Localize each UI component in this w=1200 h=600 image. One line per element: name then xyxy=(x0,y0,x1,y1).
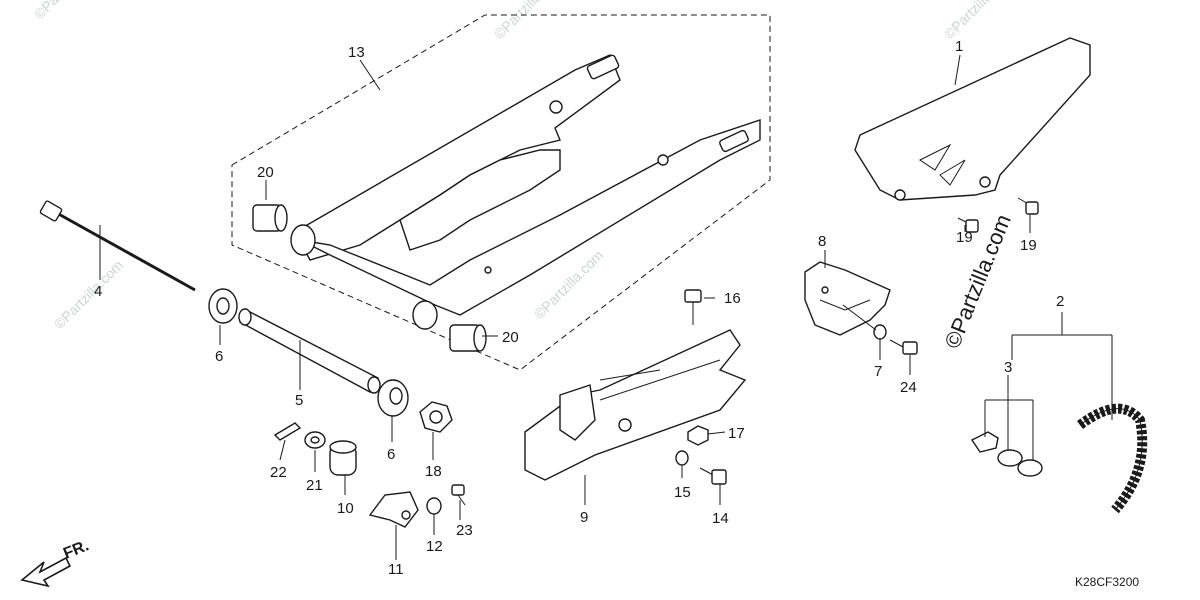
callout-15: 15 xyxy=(674,484,691,501)
watermark-text: ©Partzilla.com xyxy=(941,0,1016,42)
callout-9: 9 xyxy=(580,509,588,526)
callout-22: 22 xyxy=(270,464,287,481)
callout-8: 8 xyxy=(818,233,826,250)
callout-16: 16 xyxy=(724,290,741,307)
callout-21: 21 xyxy=(306,477,323,494)
leader-lines xyxy=(99,54,1113,560)
slider-collar xyxy=(675,450,689,466)
front-direction-label: FR. xyxy=(61,537,91,562)
callout-6-upper: 6 xyxy=(215,348,223,365)
chain-roller xyxy=(329,440,357,476)
swingarm-group-outline xyxy=(231,14,771,371)
watermark-text: ©Partzilla.com xyxy=(31,0,106,22)
callout-24: 24 xyxy=(900,379,917,396)
washer xyxy=(304,431,326,449)
drive-chain xyxy=(1077,403,1148,514)
callout-17: 17 xyxy=(728,425,745,442)
dust-seal-upper xyxy=(208,288,238,324)
slider-bolt xyxy=(684,289,702,325)
callout-18: 18 xyxy=(425,463,442,480)
callout-13: 13 xyxy=(348,44,365,61)
front-direction-indicator: FR. xyxy=(20,537,91,588)
callout-4: 4 xyxy=(94,283,102,300)
slider-nut xyxy=(687,425,709,446)
master-link-pin xyxy=(1017,459,1043,477)
front-arrow-icon xyxy=(20,556,72,588)
callout-2: 2 xyxy=(1056,293,1064,310)
bolt-small xyxy=(451,484,466,506)
swingarm xyxy=(290,54,761,330)
bushing-upper xyxy=(252,204,288,232)
callout-6-lower: 6 xyxy=(387,446,395,463)
dust-seal-lower xyxy=(377,379,409,417)
watermark-text: ©Partzilla.com xyxy=(491,0,566,42)
callout-12: 12 xyxy=(426,538,443,555)
callout-20-lower: 20 xyxy=(502,329,519,346)
callout-20-upper: 20 xyxy=(257,164,274,181)
cover-bolt-left xyxy=(957,217,979,233)
callout-3: 3 xyxy=(1004,359,1012,376)
cotter-pin xyxy=(273,422,302,441)
pivot-bolt xyxy=(39,200,196,292)
diagram-part-code: K28CF3200 xyxy=(1075,575,1139,589)
guide-bolt xyxy=(889,339,918,355)
callout-14: 14 xyxy=(712,510,729,527)
cover-bolt-right xyxy=(1017,197,1039,215)
bushing-lower xyxy=(449,324,487,352)
callout-5: 5 xyxy=(295,392,303,409)
callout-labels: 13 1 2 3 4 5 6 6 7 8 9 10 11 12 14 15 16… xyxy=(94,38,1064,578)
callout-11: 11 xyxy=(388,561,404,578)
pivot-collar xyxy=(238,308,381,394)
callout-19-right: 19 xyxy=(1020,237,1037,254)
slider-rear-bolt xyxy=(699,467,727,485)
pivot-nut xyxy=(419,401,453,433)
chain-guide-block xyxy=(368,491,419,528)
callout-19-left: 19 xyxy=(956,229,973,246)
callout-7: 7 xyxy=(874,363,882,380)
callout-1: 1 xyxy=(955,38,963,55)
chain-guide xyxy=(804,261,891,336)
collar-small xyxy=(426,497,442,515)
guide-collar xyxy=(873,324,887,340)
callout-23: 23 xyxy=(456,522,473,539)
chain-slider xyxy=(524,329,747,481)
callout-10: 10 xyxy=(337,500,354,517)
watermark-text: ©Partzilla.com xyxy=(51,257,126,332)
drive-chain-cover xyxy=(854,37,1091,201)
master-link-plate xyxy=(997,449,1023,467)
